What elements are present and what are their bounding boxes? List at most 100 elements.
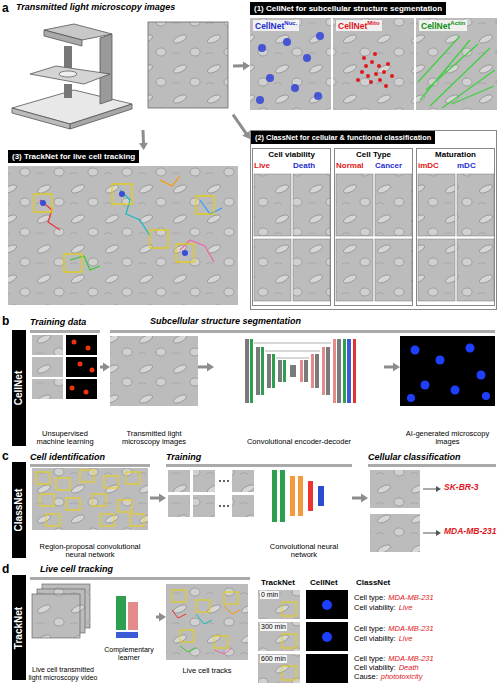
- fluorescence-images: [250, 18, 497, 110]
- illustration-part: [258, 622, 300, 651]
- illustration-part: [386, 62, 390, 66]
- box-label: Cell viability: [253, 149, 330, 159]
- illustration-part: [267, 354, 271, 388]
- illustration-part: [400, 336, 495, 406]
- illustration-part: [119, 191, 125, 197]
- illustration-part: [442, 70, 495, 108]
- output-image: [400, 336, 495, 406]
- illustration-part: [423, 489, 436, 490]
- connector: [150, 494, 166, 503]
- illustration-part: [418, 36, 495, 108]
- result-line: Cell viability:Death: [354, 664, 419, 672]
- illustration-part: [423, 533, 436, 534]
- panel-letter: a: [2, 1, 9, 15]
- class-label: Live: [254, 161, 270, 170]
- class-result: MDA-MB-231: [444, 527, 496, 536]
- result-line: Cell viability:: [354, 634, 396, 643]
- connector-line: [233, 64, 244, 67]
- illustration-part: [180, 630, 194, 642]
- illustration-part: [290, 365, 296, 377]
- tracknet-panel: (3) TrackNet for live cell tracking: [8, 150, 238, 305]
- class-group: Maturation: [416, 148, 495, 306]
- cellnet-panel: (1) CellNet for subcellular structure se…: [250, 2, 497, 112]
- channel-label: CellNetNuc.: [253, 20, 299, 31]
- result-line: Cell type:: [354, 593, 385, 602]
- illustration-part: [128, 602, 138, 630]
- illustration-part: [293, 239, 330, 301]
- step-box: Cell identificationRegion-proposal convo…: [30, 452, 150, 560]
- illustration-part: [378, 78, 382, 82]
- input-image: [110, 336, 198, 406]
- illustration-part: [452, 86, 494, 104]
- illustration-part: [40, 494, 54, 506]
- illustration-part: [326, 347, 330, 395]
- image-box: Transmitted light microscopy images: [110, 336, 198, 447]
- illustration-part: [193, 495, 215, 517]
- illustration-part: [34, 184, 214, 272]
- illustration-part: [32, 468, 148, 530]
- illustration-part: [421, 381, 430, 390]
- illustration-part: [116, 596, 126, 630]
- illustration-part: [46, 514, 60, 526]
- training-thumbnails: [168, 470, 254, 517]
- illustration-part: [250, 18, 331, 110]
- illustration-part: [407, 344, 490, 403]
- time-label: 600 min: [260, 655, 287, 663]
- illustration-part: [356, 52, 394, 88]
- illustration-part: [430, 48, 490, 106]
- channel-label: Mito: [367, 20, 379, 26]
- illustration-part: [282, 602, 296, 616]
- illustration-part: [40, 176, 222, 270]
- illustration-part: [32, 594, 80, 638]
- illustration-part: [308, 481, 313, 511]
- illustration-part: [280, 470, 285, 522]
- cnn: [272, 470, 324, 522]
- illustration-part: [36, 470, 144, 526]
- illustration-part: [227, 480, 229, 482]
- panel-letter: c: [2, 449, 9, 463]
- class-result: SK-BR-3: [444, 483, 478, 492]
- illustration-part: [303, 54, 311, 62]
- illustration-part: [180, 240, 214, 262]
- illustration-part: [232, 495, 254, 517]
- class-label: Normal: [336, 161, 364, 170]
- result-line: Cell viability:Live: [354, 635, 412, 643]
- illustration-part: [283, 38, 291, 46]
- illustration-part: [84, 390, 89, 395]
- illustration-part: [56, 478, 70, 490]
- illustration-part: [256, 32, 324, 104]
- box-label: Live cell tracks: [166, 667, 248, 676]
- learner-bars: [116, 596, 138, 638]
- illustration-part: [254, 343, 331, 344]
- illustration-part: [333, 339, 336, 403]
- illustration-part: [290, 476, 295, 516]
- class-result: SK-BR-3: [444, 482, 478, 492]
- illustration-part: [390, 74, 394, 78]
- illustration-part: [40, 191, 188, 256]
- connector: [233, 61, 250, 70]
- time-label: 300 min: [261, 623, 286, 630]
- illustration-part: [224, 592, 238, 604]
- box-label: Cellular classification: [368, 452, 496, 463]
- illustration-part: [232, 470, 254, 492]
- illustration-part: [418, 174, 455, 236]
- illustration-part: [32, 357, 63, 377]
- time-label: 600 min: [261, 655, 286, 662]
- illustration-part: [369, 80, 373, 84]
- panel-letter: b: [2, 315, 9, 328]
- box-label: Maturation: [417, 149, 494, 159]
- illustration-part: [336, 239, 373, 301]
- illustration-part: [457, 239, 494, 301]
- class-label: mDC: [457, 162, 476, 171]
- section-header: Live cell tracking: [40, 565, 113, 575]
- illustration-part: [196, 600, 210, 612]
- channel-label: CellNet: [338, 21, 367, 31]
- result-rows: [258, 590, 348, 683]
- illustration-part: [266, 74, 274, 82]
- class-group: Cell Type: [334, 148, 413, 306]
- illustration-part: [282, 602, 296, 680]
- arrowhead: [159, 612, 166, 621]
- illustration-part: [214, 636, 228, 648]
- illustration-part: [306, 590, 348, 619]
